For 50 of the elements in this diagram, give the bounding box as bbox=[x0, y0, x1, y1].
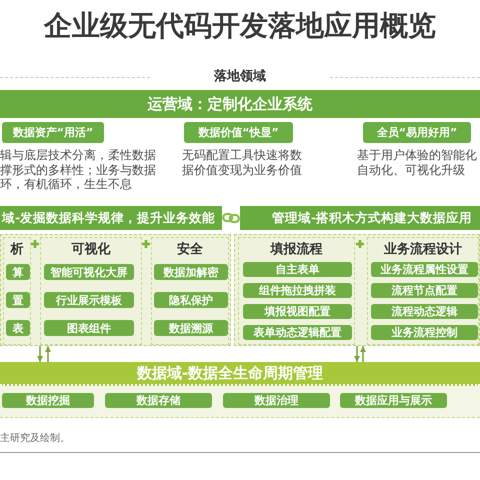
category-tag: 全员“易用好用” bbox=[363, 122, 471, 143]
section-heading: 落地领域 bbox=[213, 68, 267, 86]
column-heading: 安全 bbox=[176, 241, 204, 258]
column-panel bbox=[3, 237, 31, 345]
feature-item: 算 bbox=[6, 264, 30, 280]
feature-item: 隐私保护 bbox=[154, 292, 228, 308]
feature-item: 数据存储 bbox=[105, 393, 212, 408]
source-note: 主研究及绘制。 bbox=[0, 432, 71, 446]
feature-item: 表单动态逻辑配置 bbox=[243, 325, 352, 340]
column-panel bbox=[238, 237, 355, 345]
diagram-title: 企业级无代码开发落地应用概览 bbox=[42, 8, 437, 44]
section-banner: 域-发掘数据科学规律，提升业务效能 bbox=[0, 206, 222, 230]
description-text: 基于用户体验的智能化自动化、可视化升级 bbox=[357, 148, 478, 177]
feature-item: 流程节点配置 bbox=[371, 283, 478, 298]
feature-item: 置 bbox=[6, 292, 30, 308]
feature-item: 业务流程属性设置 bbox=[371, 262, 478, 277]
category-tag: 数据资产“用活” bbox=[2, 122, 104, 143]
column-heading: 业务流程设计 bbox=[383, 241, 463, 258]
feature-item: 流程动态逻辑 bbox=[371, 304, 478, 319]
feature-item: 行业展示模板 bbox=[44, 292, 134, 308]
column-panel bbox=[151, 237, 229, 345]
description-text: 无码配置工具快速将数据价值变现为业务价值 bbox=[182, 148, 303, 177]
feature-item: 组件拖拉拽拼装 bbox=[243, 283, 352, 298]
column-heading: 填报流程 bbox=[269, 241, 324, 258]
description-text: 辑与底层技术分离，柔性数据撑形式的多样性；业务与数据环，有机循环，生生不息 bbox=[0, 148, 157, 192]
feature-item: 数据挖掘 bbox=[2, 393, 94, 408]
column-panel bbox=[367, 237, 479, 345]
feature-item: 填报视图配置 bbox=[243, 304, 352, 319]
arrow bbox=[45, 346, 51, 362]
arrow bbox=[37, 346, 43, 362]
feature-item: 数据溯源 bbox=[154, 320, 228, 336]
section-panel bbox=[234, 234, 480, 346]
arrow bbox=[360, 346, 366, 362]
feature-item: 智能可视化大屏 bbox=[44, 264, 134, 280]
feature-item: 表 bbox=[6, 320, 30, 336]
feature-item: 图表组件 bbox=[44, 320, 134, 336]
category-tag: 数据价值“快显” bbox=[184, 122, 293, 143]
section-banner: 数据域-数据全生命周期管理 bbox=[0, 362, 480, 386]
column-heading: 可视化 bbox=[70, 241, 112, 258]
column-heading: 析 bbox=[9, 241, 24, 258]
feature-item: 数据应用与展示 bbox=[340, 393, 447, 408]
feature-item: 自主表单 bbox=[243, 262, 352, 277]
feature-item: 业务流程控制 bbox=[371, 325, 478, 340]
section-panel bbox=[0, 234, 231, 346]
arrow bbox=[354, 346, 360, 362]
column-panel bbox=[40, 237, 142, 345]
section-banner: 管理域-搭积木方式构建大数据应用 bbox=[240, 206, 480, 230]
feature-item: 数据加解密 bbox=[154, 264, 228, 280]
feature-item: 数据治理 bbox=[223, 393, 330, 408]
section-banner: 运营域：定制化企业系统 bbox=[0, 90, 480, 118]
